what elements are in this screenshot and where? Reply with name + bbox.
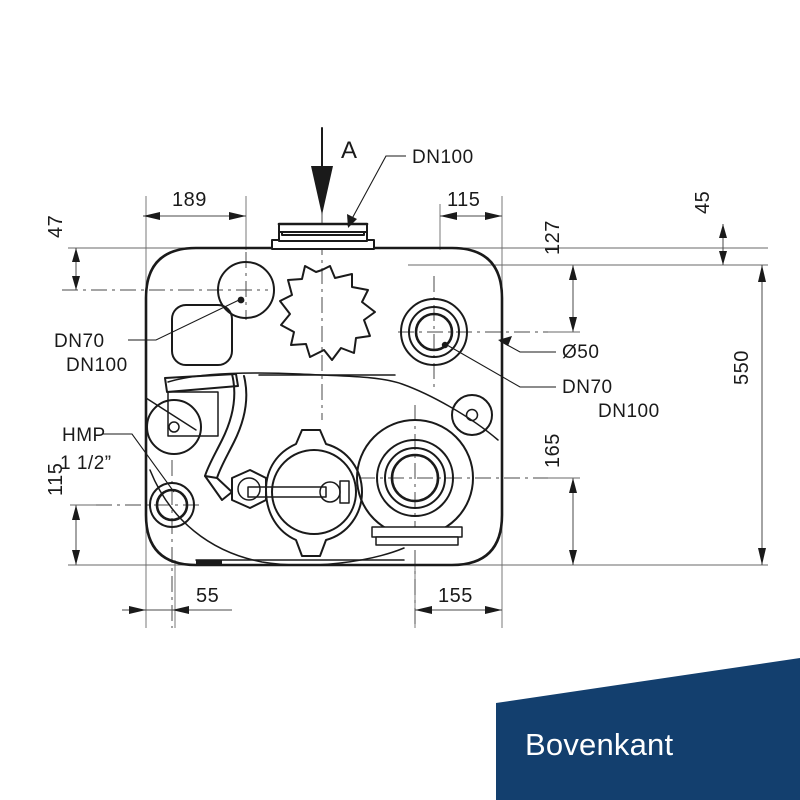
dimension-165-value: 165 <box>542 433 564 468</box>
bovenkant-banner: Bovenkant <box>496 655 800 800</box>
dimension-550-value: 550 <box>731 350 753 385</box>
callout-diameter-50-label: Ø50 <box>562 342 599 363</box>
dimension-47-value: 47 <box>45 215 67 238</box>
dimension-165: 165 <box>542 433 580 565</box>
callout-dn70-dn100-left: DN70 DN100 <box>54 299 240 376</box>
dimension-55-value: 55 <box>196 585 219 607</box>
callout-hmp: HMP 1 1/2” <box>60 425 175 493</box>
dimension-115-top: 115 <box>440 189 502 220</box>
callout-diameter-50: Ø50 <box>498 336 599 363</box>
dimension-47: 47 <box>45 215 80 290</box>
view-arrow-letter: A <box>341 137 357 164</box>
dimension-115-top-value: 115 <box>447 189 480 211</box>
callout-hmp-size-label: 1 1/2” <box>60 453 112 474</box>
dimension-115-left: 115 <box>45 463 96 566</box>
banner-caption-label: Bovenkant <box>525 727 674 762</box>
dimension-189-value: 189 <box>172 189 207 211</box>
callout-dn100-top-label: DN100 <box>412 147 474 168</box>
callout-dn100-right-label: DN100 <box>598 401 660 422</box>
dimension-127: 127 <box>542 220 580 333</box>
dimension-189: 189 <box>143 189 246 220</box>
dimension-55: 55 <box>122 585 232 614</box>
callout-hmp-label: HMP <box>62 425 106 446</box>
dimension-155: 155 <box>415 585 502 614</box>
view-arrow-a: A <box>311 127 357 215</box>
dimension-45-value: 45 <box>692 191 714 214</box>
internal-features <box>145 261 499 566</box>
dimension-550: 550 <box>731 265 766 565</box>
pump-body-outline <box>144 246 504 567</box>
dimension-155-value: 155 <box>438 585 473 607</box>
dimension-127-value: 127 <box>542 220 564 255</box>
callout-dn70-right-label: DN70 <box>562 377 613 398</box>
callout-dn70-left-label: DN70 <box>54 331 105 352</box>
callout-dn100-top: DN100 <box>347 147 474 228</box>
callout-dn70-dn100-right: DN70 DN100 <box>446 344 660 422</box>
dimension-115-left-value: 115 <box>45 463 67 496</box>
inlet-flange-dn100 <box>271 222 375 250</box>
reference-lines <box>68 196 768 628</box>
callout-dn100-left-label: DN100 <box>66 355 128 376</box>
dimension-45: 45 <box>692 191 727 265</box>
